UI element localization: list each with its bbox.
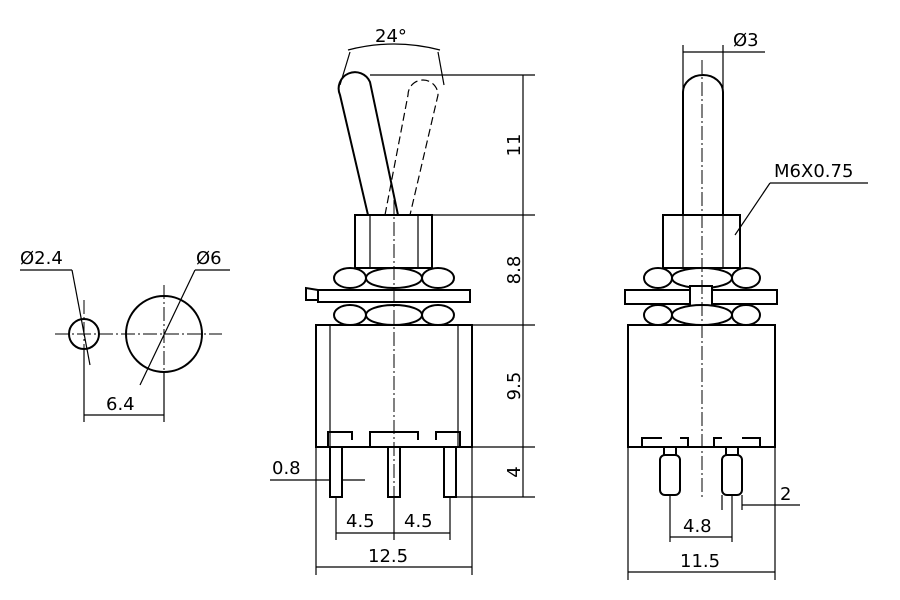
- label-hole-large: Ø6: [196, 248, 222, 269]
- mounting-hole-view: [20, 269, 230, 422]
- label-handle-dia: Ø3: [733, 30, 759, 51]
- toggle-lever-side: [682, 74, 724, 216]
- front-view: [270, 43, 535, 575]
- toggle-lever: [337, 71, 400, 216]
- label-bushing-height: 8.8: [504, 256, 525, 285]
- side-view: [624, 45, 868, 580]
- label-terminal-thickness: 0.8: [272, 458, 301, 479]
- label-terminal-width: 2: [780, 484, 791, 505]
- label-angle: 24°: [375, 26, 407, 47]
- bushing: [354, 214, 433, 269]
- label-hole-small: Ø2.4: [20, 248, 63, 269]
- label-terminal-length: 4: [504, 466, 525, 477]
- label-pitch-right: 4.5: [404, 511, 433, 532]
- label-thread: M6X0.75: [774, 161, 853, 182]
- label-hole-spacing: 6.4: [106, 394, 135, 415]
- terminal-3: [443, 446, 457, 498]
- terminal-side-2: [721, 454, 743, 496]
- label-pitch-left: 4.5: [346, 511, 375, 532]
- nut-top: [333, 267, 455, 289]
- label-width-front: 12.5: [368, 546, 408, 567]
- label-width-side: 11.5: [680, 551, 720, 572]
- label-side-pitch: 4.8: [683, 516, 712, 537]
- label-body-height: 9.5: [504, 372, 525, 401]
- terminal-1: [329, 446, 343, 498]
- label-handle-height: 11: [504, 134, 525, 157]
- terminal-side-1: [659, 454, 681, 496]
